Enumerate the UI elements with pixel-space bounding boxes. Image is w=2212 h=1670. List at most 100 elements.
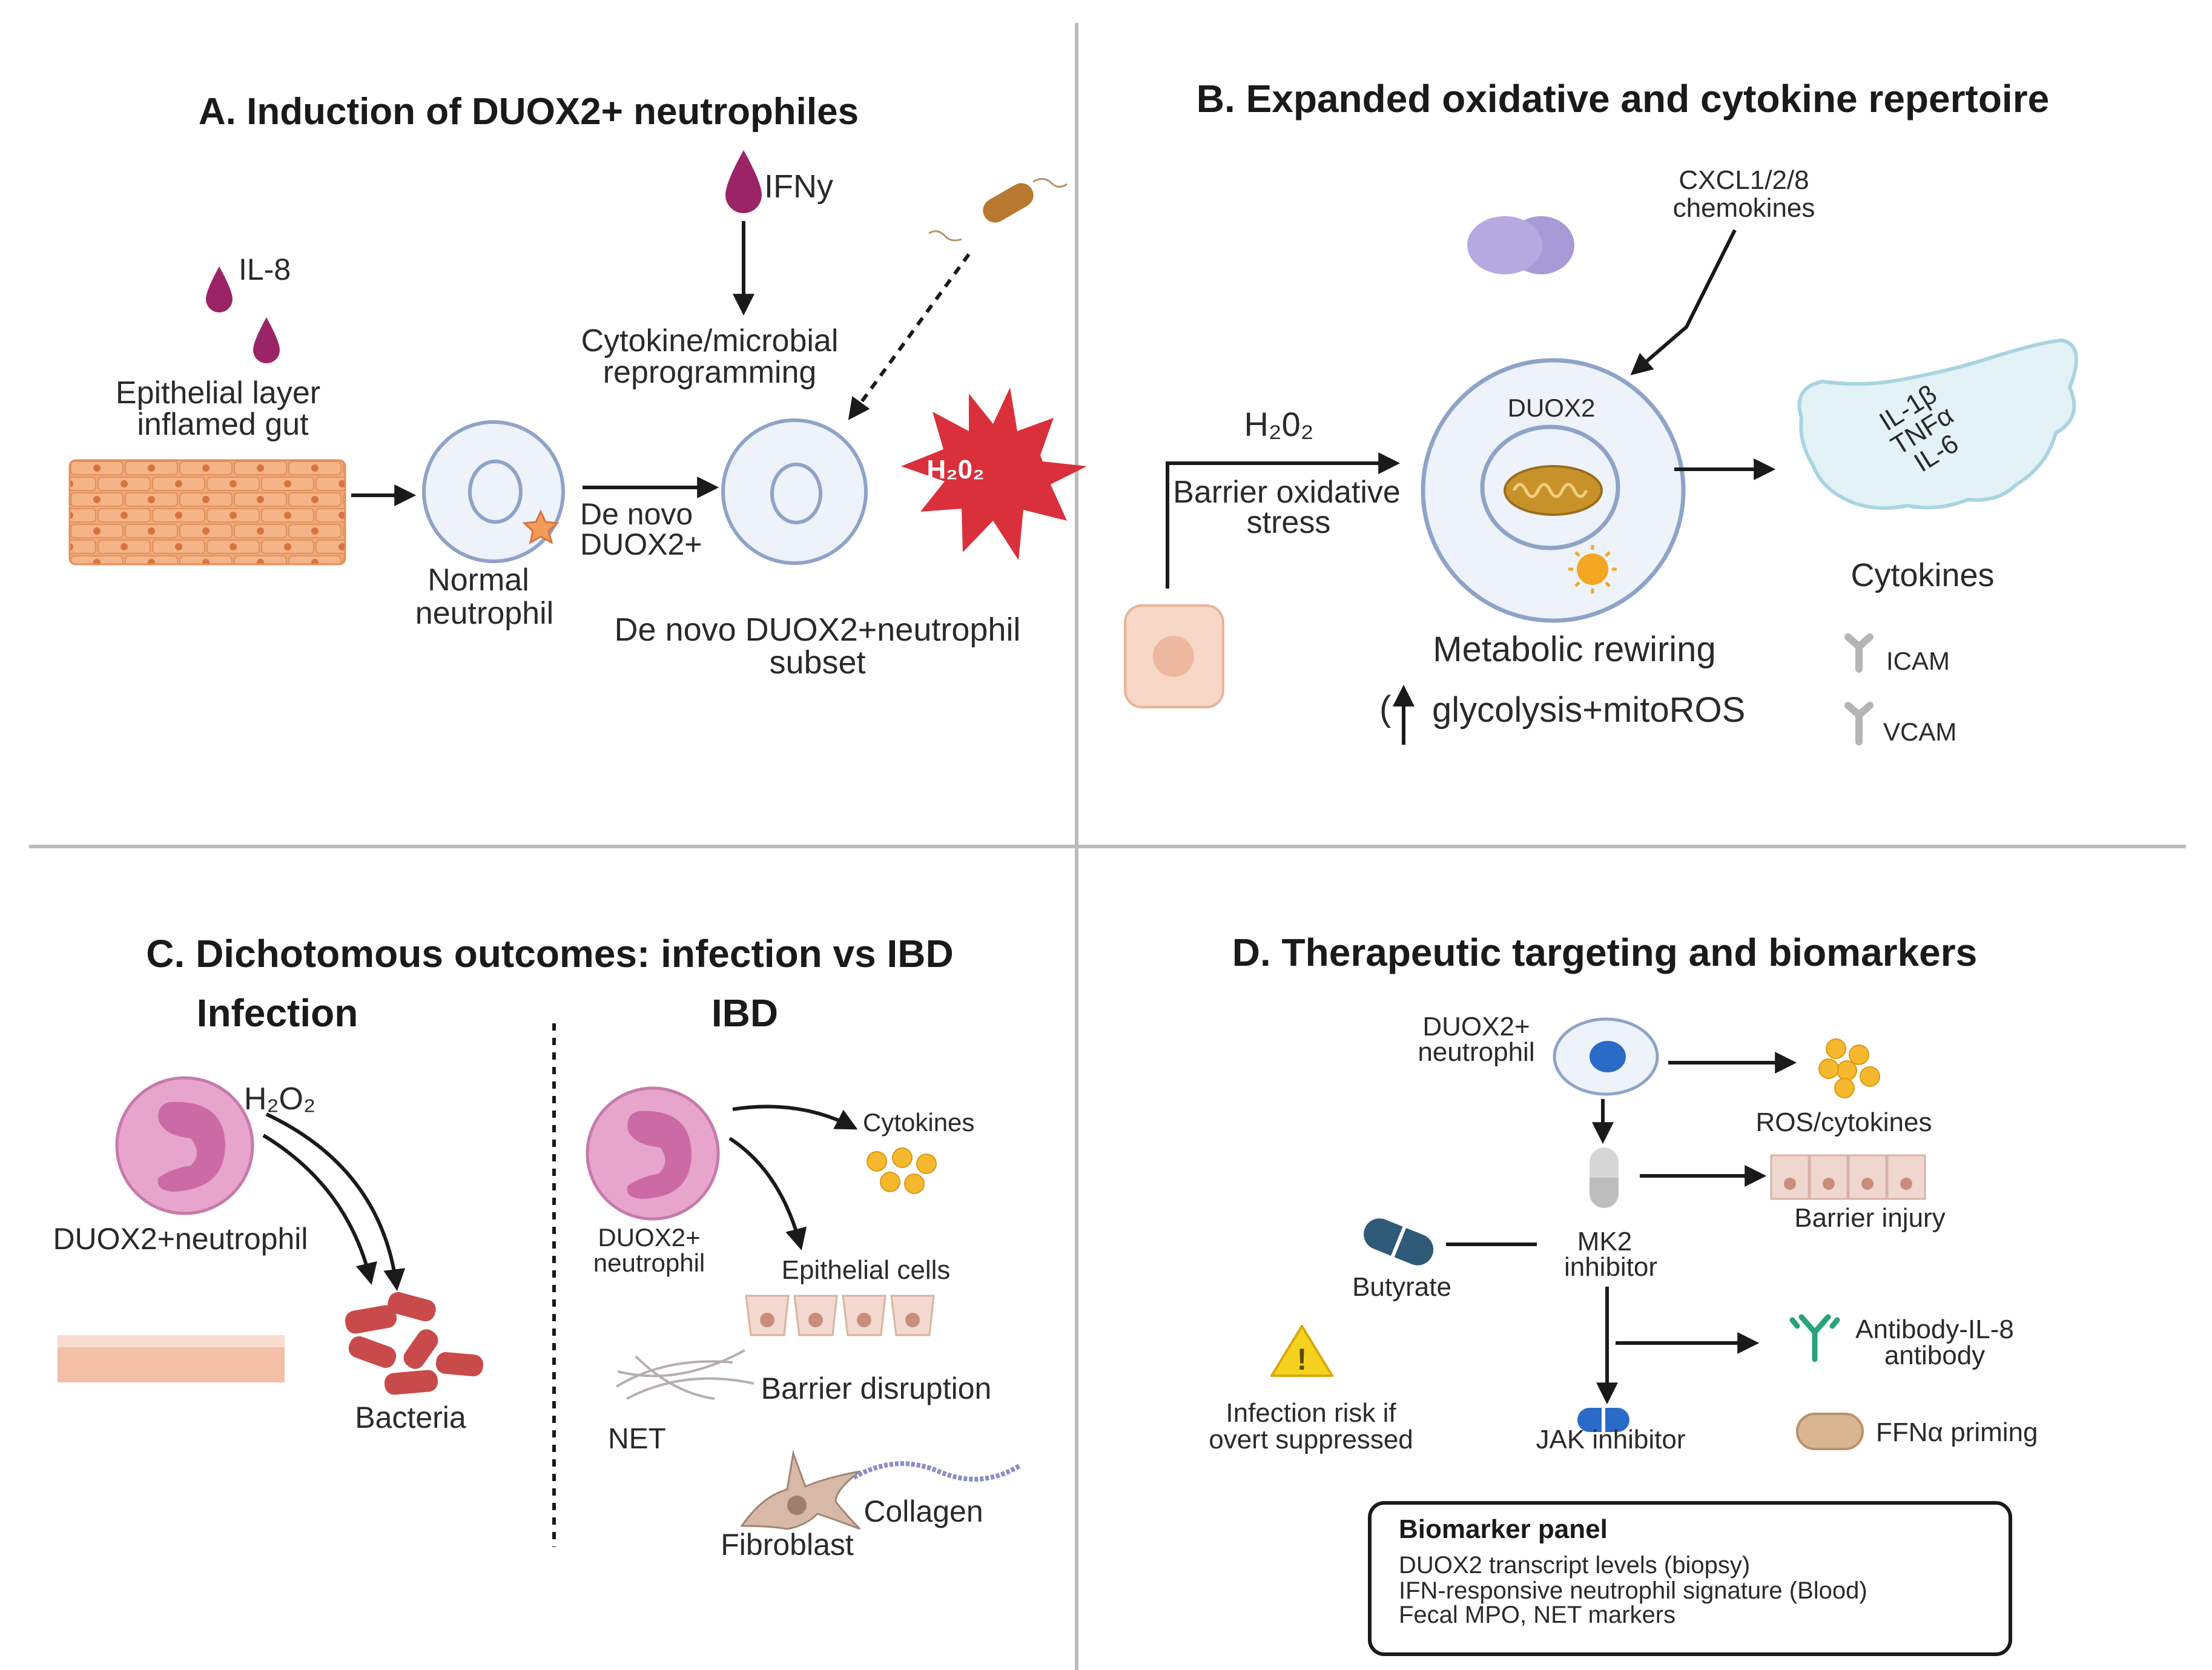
panel-a-title: A. Induction of DUOX2+ neutrophiles [199,91,859,133]
cytokines-c-label: Cytokines [863,1108,974,1137]
net-fibers-icon [615,1349,754,1400]
fibroblast-nucleus-icon [787,1496,807,1515]
h2o2-arrow-1 [262,1134,377,1286]
biomarker-panel-box [1368,1501,2012,1656]
microbe-dashed-arrow [848,253,971,420]
net-label: NET [608,1423,666,1455]
cytokine-cloud-icon [1797,338,2078,510]
ibd-nucleus-icon [627,1111,692,1199]
reprogramming-label-2: reprogramming [603,355,817,390]
butyrate-pill-icon [1364,1218,1434,1266]
biomarker-item: Fecal MPO, NET markers [1399,1602,1676,1628]
mk2-capsule-icon [1590,1147,1619,1208]
panel-b-title: B. Expanded oxidative and cytokine reper… [1197,77,2049,120]
epithelial-cells-icon [745,1295,935,1336]
subset-label-2: subset [769,644,865,681]
panel-a: A. Induction of DUOX2+ neutrophiles IL-8… [68,91,1087,681]
cytokine-arrow [732,1104,858,1130]
duox2-label: DUOX2 [1508,394,1596,422]
reprogramming-label: Cytokine/microbial [581,323,839,358]
risk-label-2: overt suppressed [1209,1425,1413,1454]
risk-label: Infection risk if [1226,1398,1396,1428]
panel-c-title: C. Dichotomous outcomes: infection vs IB… [146,932,953,975]
barrier-injury-label: Barrier injury [1794,1203,1945,1233]
ffn-pill-icon [1796,1413,1864,1450]
chemokine-cell-icon-2 [1467,216,1542,274]
vcam-label: VCAM [1883,718,1956,746]
jak-label: JAK inhibitor [1536,1425,1685,1454]
barrier-label: Barrier oxidative [1173,475,1401,510]
h2o2-arrow-2 [265,1112,406,1292]
normal-label: Normal [428,563,529,598]
ibd-neutrophil-icon [586,1086,720,1221]
biomarker-item: IFN-responsive neutrophil signature (Blo… [1399,1577,1867,1604]
microbe-icon [928,178,1068,242]
ifny-label: IFNy [764,168,833,205]
h2o2-label: H₂0₂ [1244,405,1313,443]
glycolysis-paren: ( [1379,689,1391,728]
duox2-nucleus-icon [770,463,822,524]
warning-icon: ! [1270,1325,1333,1377]
svg-text:!: ! [1297,1342,1307,1376]
duox2-plus-c-label: DUOX2+ [598,1223,700,1252]
fibroblast-icon [740,1450,861,1530]
chemokines-label: chemokines [1673,193,1815,223]
infection-neutrophil-icon [115,1076,254,1215]
icam-receptor-icon [1844,633,1874,673]
barrier-injury-icon [1770,1154,1926,1200]
epithelium-icon [68,459,346,566]
epithelial-label: Epithelial layer [116,375,320,411]
fibroblast-label: Fibroblast [721,1528,854,1562]
skin-top-icon [58,1335,285,1347]
cytokine-dots-icon [867,1147,937,1194]
neutrophil-c-label: neutrophil [593,1249,705,1277]
biomarker-item: DUOX2 transcript levels (biopsy) [1399,1552,1750,1579]
mk2-label: MK2 [1577,1227,1632,1256]
bacteria-label: Bacteria [355,1401,466,1434]
vcam-receptor-icon [1844,702,1874,745]
epithelial-nucleus-icon [1153,636,1194,677]
ffn-label: FFNα priming [1876,1418,2038,1447]
h2o2-c-label: H₂O₂ [244,1081,315,1117]
icam-label: ICAM [1886,647,1950,675]
collagen-fiber-icon [853,1461,1022,1482]
sun-ros-icon [1568,545,1617,593]
il8-droplet-icon [206,266,233,312]
barrier-disruption-label: Barrier disruption [761,1371,992,1405]
antibody-label-2: antibody [1884,1341,1985,1370]
inhibitor-label: inhibitor [1564,1252,1657,1282]
ros-dots-icon [1818,1038,1880,1098]
neutrophil-label: neutrophil [415,596,553,631]
jak-capsule-icon [1577,1408,1629,1432]
collagen-label: Collagen [863,1494,983,1528]
biomarker-title: Biomarker panel [1399,1514,1608,1544]
panel-c: C. Dichotomous outcomes: infection vs IB… [53,932,1022,1562]
glycolysis-label: glycolysis+mitoROS [1432,690,1745,730]
barrier-stress-arrow [1166,452,1401,589]
panel-d-title: D. Therapeutic targeting and biomarkers [1232,931,1978,974]
butyrate-label: Butyrate [1352,1272,1451,1302]
inflamed-gut-label: inflamed gut [137,407,309,442]
cxcl-label: CXCL1/2/8 [1679,165,1809,195]
subset-label: De novo DUOX2+neutrophil [615,612,1021,648]
neutrophil-d-label: neutrophil [1418,1037,1534,1067]
epithelial-c-label: Epithelial cells [782,1255,951,1285]
duox2-plus-label: DUOX2+ [580,527,702,561]
bacteria-icon [345,1292,484,1395]
panel-d: D. Therapeutic targeting and biomarkers … [1209,931,2038,1656]
il8-droplet-icon [253,317,280,363]
antibody-icon [1789,1314,1840,1362]
normal-nucleus-icon [468,460,523,524]
stress-label: stress [1247,505,1331,540]
h2o2-burst-label: H₂0₂ [926,455,984,484]
denovo-label: De novo [580,497,693,531]
blue-nucleus-icon [1590,1041,1626,1072]
infection-heading: Infection [197,991,358,1035]
il8-label: IL-8 [239,252,291,286]
mitochondria-icon [1504,465,1603,516]
star-receptor-icon [522,509,560,545]
metabolic-label: Metabolic rewiring [1433,630,1715,669]
duox2-d-label: DUOX2+ [1422,1012,1530,1041]
duox-neutrophil-label: DUOX2+neutrophil [53,1222,308,1256]
